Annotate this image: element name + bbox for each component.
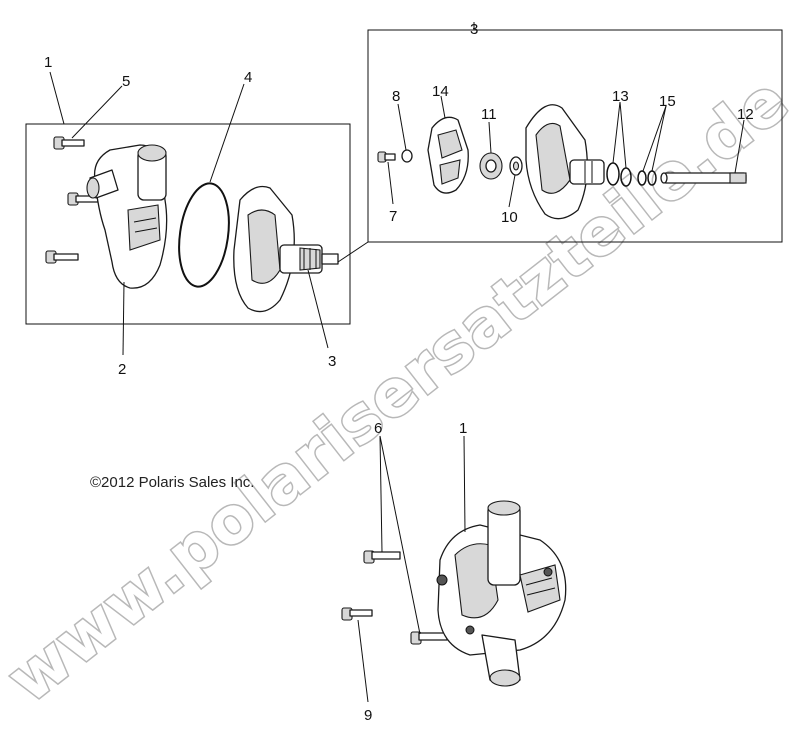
assembly-frame-right	[367, 29, 783, 243]
bolt-icon	[45, 250, 79, 264]
callout-1-top: 1	[44, 54, 52, 71]
callout-1-bottom: 1	[459, 420, 467, 437]
callout-5: 5	[122, 73, 130, 90]
callout-2: 2	[118, 361, 126, 378]
callout-10: 10	[501, 209, 518, 226]
o-ring-4	[178, 182, 230, 288]
callout-3-left: 3	[328, 353, 336, 370]
callout-14: 14	[432, 83, 449, 100]
callout-7: 7	[389, 208, 397, 225]
callout-13: 13	[612, 88, 629, 105]
callout-6: 6	[374, 420, 382, 437]
bolt-icon	[53, 136, 85, 150]
impeller-14	[427, 116, 469, 194]
pump-assembly-1	[436, 500, 567, 687]
bolt-icon	[67, 192, 99, 206]
ring-15a	[637, 170, 647, 186]
pump-housing-2	[86, 144, 168, 289]
shaft-12	[660, 172, 747, 184]
callout-12: 12	[737, 106, 754, 123]
callout-8: 8	[392, 88, 400, 105]
bolt-6b	[410, 631, 448, 645]
washer-10	[509, 156, 523, 176]
bolt-6a	[363, 550, 401, 564]
callout-11: 11	[481, 106, 497, 123]
copyright-notice: ©2012 Polaris Sales Inc.	[90, 474, 254, 491]
bolt-7	[377, 151, 396, 163]
seal-11	[479, 152, 503, 180]
bolt-9	[341, 607, 373, 621]
callout-15: 15	[659, 93, 676, 110]
assembly-frame-left	[25, 123, 351, 325]
washer-8	[401, 149, 413, 163]
bolt-5-group	[45, 136, 99, 264]
pump-cover-detail	[525, 104, 605, 220]
pump-cover-3	[233, 185, 339, 313]
frame-connector-line	[337, 241, 369, 263]
callout-9: 9	[364, 707, 372, 724]
callout-4: 4	[244, 69, 252, 86]
callout-3-top: 3	[470, 21, 478, 38]
